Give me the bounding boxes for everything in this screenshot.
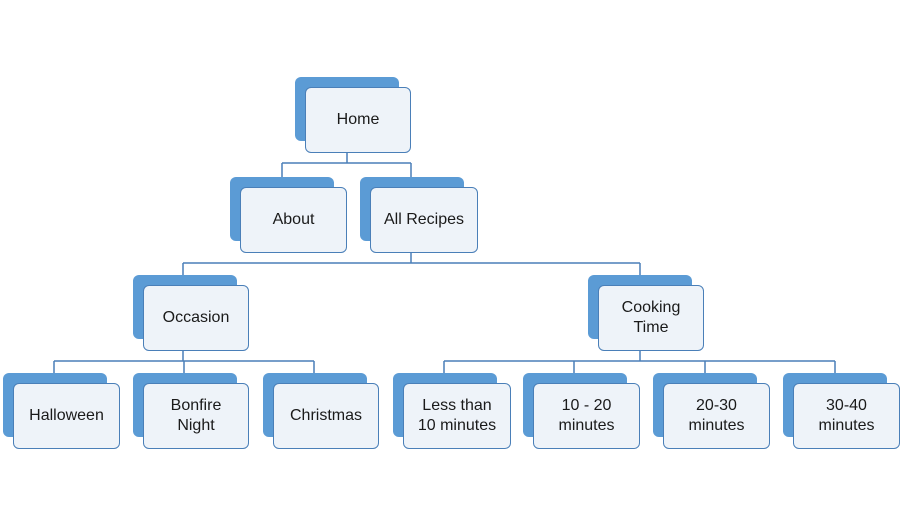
node-occasion-label: Occasion (143, 285, 249, 351)
node-about-label: About (240, 187, 347, 253)
connector-all-recipes (182, 253, 641, 275)
node-less-than-10-label: Less than 10 minutes (403, 383, 511, 449)
node-christmas-label: Christmas (273, 383, 379, 449)
connector-occasion (53, 351, 315, 373)
node-20-30-minutes-label: 20-30 minutes (663, 383, 770, 449)
node-all-recipes-label: All Recipes (370, 187, 478, 253)
node-10-20-minutes-label: 10 - 20 minutes (533, 383, 640, 449)
connector-home (281, 153, 412, 177)
node-home-label: Home (305, 87, 411, 153)
node-cooking-time-label: Cooking Time (598, 285, 704, 351)
connector-cooking-time (443, 351, 836, 373)
node-bonfire-night-label: Bonfire Night (143, 383, 249, 449)
node-halloween-label: Halloween (13, 383, 120, 449)
node-30-40-minutes-label: 30-40 minutes (793, 383, 900, 449)
